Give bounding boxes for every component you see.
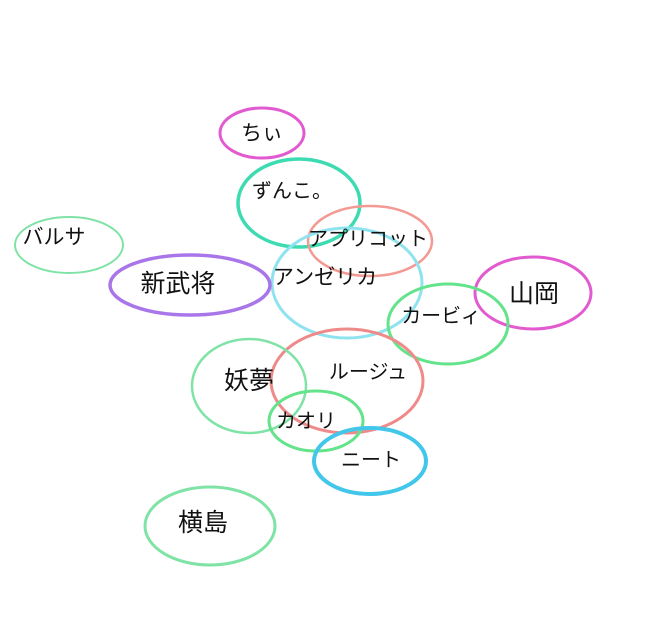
ring-angelica bbox=[270, 226, 424, 340]
node-label-youmu: 妖夢 bbox=[224, 366, 274, 395]
node-label-shinbusho: 新武将 bbox=[140, 269, 215, 298]
node-label-kaby: カービィ bbox=[401, 304, 481, 328]
ring-shinbusho bbox=[108, 253, 272, 317]
ring-yamaoka bbox=[473, 255, 593, 331]
ring-neet bbox=[312, 426, 428, 496]
ring-kaby bbox=[386, 282, 510, 366]
ring-apricot bbox=[306, 204, 434, 278]
node-label-yamaoka: 山岡 bbox=[509, 279, 559, 308]
node-label-kaori: カオリ bbox=[276, 409, 336, 433]
ring-rouge bbox=[269, 327, 425, 435]
ring-barusa bbox=[14, 216, 124, 274]
node-label-angelica: アンゼリカ bbox=[273, 265, 377, 289]
node-label-zunko: ずんこ。 bbox=[252, 179, 332, 203]
ring-chii bbox=[218, 106, 306, 160]
node-label-chii: ちぃ bbox=[241, 121, 283, 145]
ring-yokoshima bbox=[143, 485, 277, 567]
ring-youmu bbox=[190, 337, 308, 435]
ring-zunko bbox=[236, 157, 362, 249]
node-label-yokoshima: 横島 bbox=[178, 508, 228, 537]
node-label-apricot: アプリコット bbox=[308, 227, 428, 251]
node-label-barusa: バルサ bbox=[23, 225, 86, 249]
node-label-rouge: ルージュ bbox=[329, 360, 407, 384]
node-label-neet: ニート bbox=[341, 448, 401, 472]
